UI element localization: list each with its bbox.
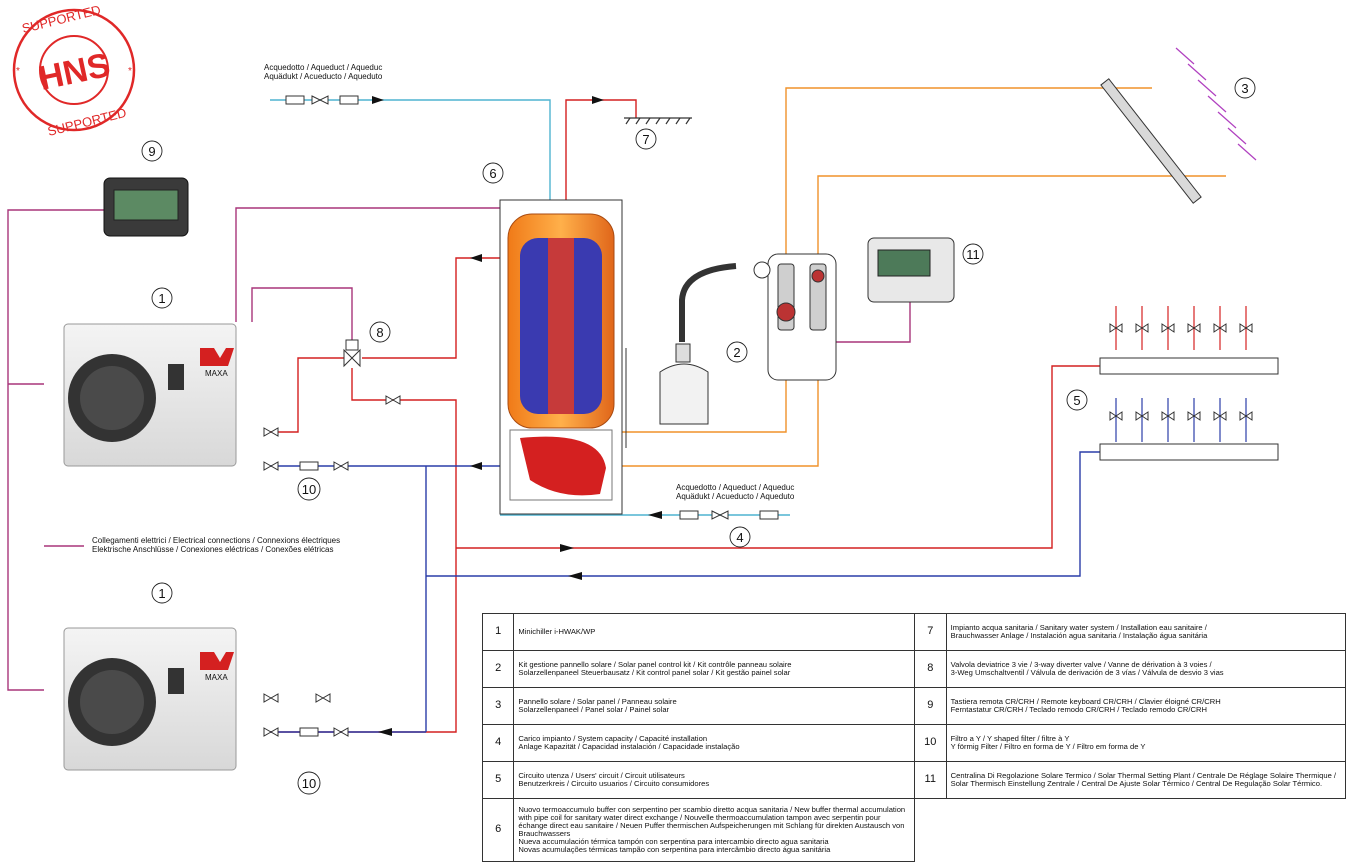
callout-1-top: 1 bbox=[158, 291, 165, 306]
legend-text-9: Tastiera remota CR/CRH / Remote keyboard… bbox=[945, 687, 1346, 725]
solar-control-unit bbox=[867, 237, 955, 303]
legend-row: 2 Kit gestione pannello solare / Solar p… bbox=[481, 650, 1346, 688]
aqueduct-mid-line1: Acquedotto / Aqueduct / Aqueduc bbox=[676, 483, 794, 492]
aqueduct-top-line2: Aquädukt / Acueducto / Aqueduto bbox=[264, 72, 383, 81]
users-circuit-manifolds bbox=[1099, 323, 1279, 461]
callout-9: 9 bbox=[148, 144, 155, 159]
buffer-tank bbox=[499, 199, 623, 515]
hns-supported-stamp: HNS SUPPORTED SUPPORTED * * bbox=[12, 2, 136, 139]
solar-panel bbox=[1100, 47, 1257, 204]
legend-num-8: 8 bbox=[913, 650, 947, 688]
callout-6: 6 bbox=[489, 166, 496, 181]
sanitary-water-outlet bbox=[624, 117, 692, 125]
brand-logo-bottom: MAXA bbox=[205, 673, 228, 682]
legend-text-1: Minichiller i-HWAK/WP bbox=[513, 613, 915, 651]
pipe-fittings bbox=[263, 95, 779, 737]
stamp-top-text: SUPPORTED bbox=[20, 2, 102, 36]
callout-11: 11 bbox=[966, 247, 980, 262]
aqueduct-mid-line2: Aquädukt / Acueducto / Aqueduto bbox=[676, 492, 795, 501]
remote-keyboard bbox=[103, 177, 189, 237]
legend-row: 5 Circuito utenza / Users' circuit / Cir… bbox=[481, 761, 1346, 799]
callout-3: 3 bbox=[1241, 81, 1248, 96]
stamp-bottom-text: SUPPORTED bbox=[46, 105, 128, 139]
legend-num-7: 7 bbox=[913, 613, 947, 651]
electrical-wiring bbox=[7, 207, 911, 691]
legend-text-10: Filtro a Y / Y shaped filter / filtre à … bbox=[945, 724, 1346, 762]
legend-text-8: Valvola deviatrice 3 vie / 3-way diverte… bbox=[945, 650, 1346, 688]
legend-num-2: 2 bbox=[481, 650, 515, 688]
callout-10-bottom: 10 bbox=[302, 776, 316, 791]
legend-table: 1 Minichiller i-HWAK/WP 7 Impianto acqua… bbox=[481, 613, 1346, 862]
callout-10-top: 10 bbox=[302, 482, 316, 497]
legend-row: 3 Pannello solare / Solar panel / Pannea… bbox=[481, 687, 1346, 725]
electrical-legend-line1: Collegamenti elettrici / Electrical conn… bbox=[92, 536, 340, 545]
callout-4: 4 bbox=[736, 530, 743, 545]
legend-text-2: Kit gestione pannello solare / Solar pan… bbox=[513, 650, 915, 688]
aqueduct-top-line1: Acquedotto / Aqueduct / Aqueduc bbox=[264, 63, 382, 72]
electrical-legend-line2: Elektrische Anschlüsse / Conexiones eléc… bbox=[92, 545, 333, 554]
callout-2: 2 bbox=[733, 345, 740, 360]
callout-5: 5 bbox=[1073, 393, 1080, 408]
flow-arrows bbox=[372, 96, 662, 736]
legend-num-1: 1 bbox=[481, 613, 515, 651]
minichiller-unit-top bbox=[63, 323, 237, 467]
legend-text-4: Carico impianto / System capacity / Capa… bbox=[513, 724, 915, 762]
legend-num-6: 6 bbox=[481, 798, 515, 862]
legend-row: 1 Minichiller i-HWAK/WP 7 Impianto acqua… bbox=[481, 613, 1346, 651]
legend-text-11: Centralina Di Regolazione Solare Termico… bbox=[945, 761, 1346, 799]
legend-num-9: 9 bbox=[913, 687, 947, 725]
legend-row: 6 Nuovo termoaccumulo buffer con serpent… bbox=[481, 798, 1346, 862]
solar-control-kit bbox=[625, 253, 837, 448]
callout-7: 7 bbox=[642, 132, 649, 147]
legend-text-3: Pannello solare / Solar panel / Panneau … bbox=[513, 687, 915, 725]
three-way-valve bbox=[343, 339, 361, 368]
legend-num-3: 3 bbox=[481, 687, 515, 725]
svg-text:*: * bbox=[128, 66, 132, 77]
legend-num-4: 4 bbox=[481, 724, 515, 762]
legend-num-11: 11 bbox=[913, 761, 947, 799]
legend-text-7: Impianto acqua sanitaria / Sanitary wate… bbox=[945, 613, 1346, 651]
legend-text-6: Nuovo termoaccumulo buffer con serpentin… bbox=[513, 798, 915, 862]
callout-1-bottom: 1 bbox=[158, 586, 165, 601]
legend-row: 4 Carico impianto / System capacity / Ca… bbox=[481, 724, 1346, 762]
minichiller-unit-bottom bbox=[63, 627, 237, 771]
legend-text-5: Circuito utenza / Users' circuit / Circu… bbox=[513, 761, 915, 799]
callout-8: 8 bbox=[376, 325, 383, 340]
legend-num-10: 10 bbox=[913, 724, 947, 762]
brand-logo-top: MAXA bbox=[205, 369, 228, 378]
legend-num-5: 5 bbox=[481, 761, 515, 799]
svg-text:*: * bbox=[16, 66, 20, 77]
